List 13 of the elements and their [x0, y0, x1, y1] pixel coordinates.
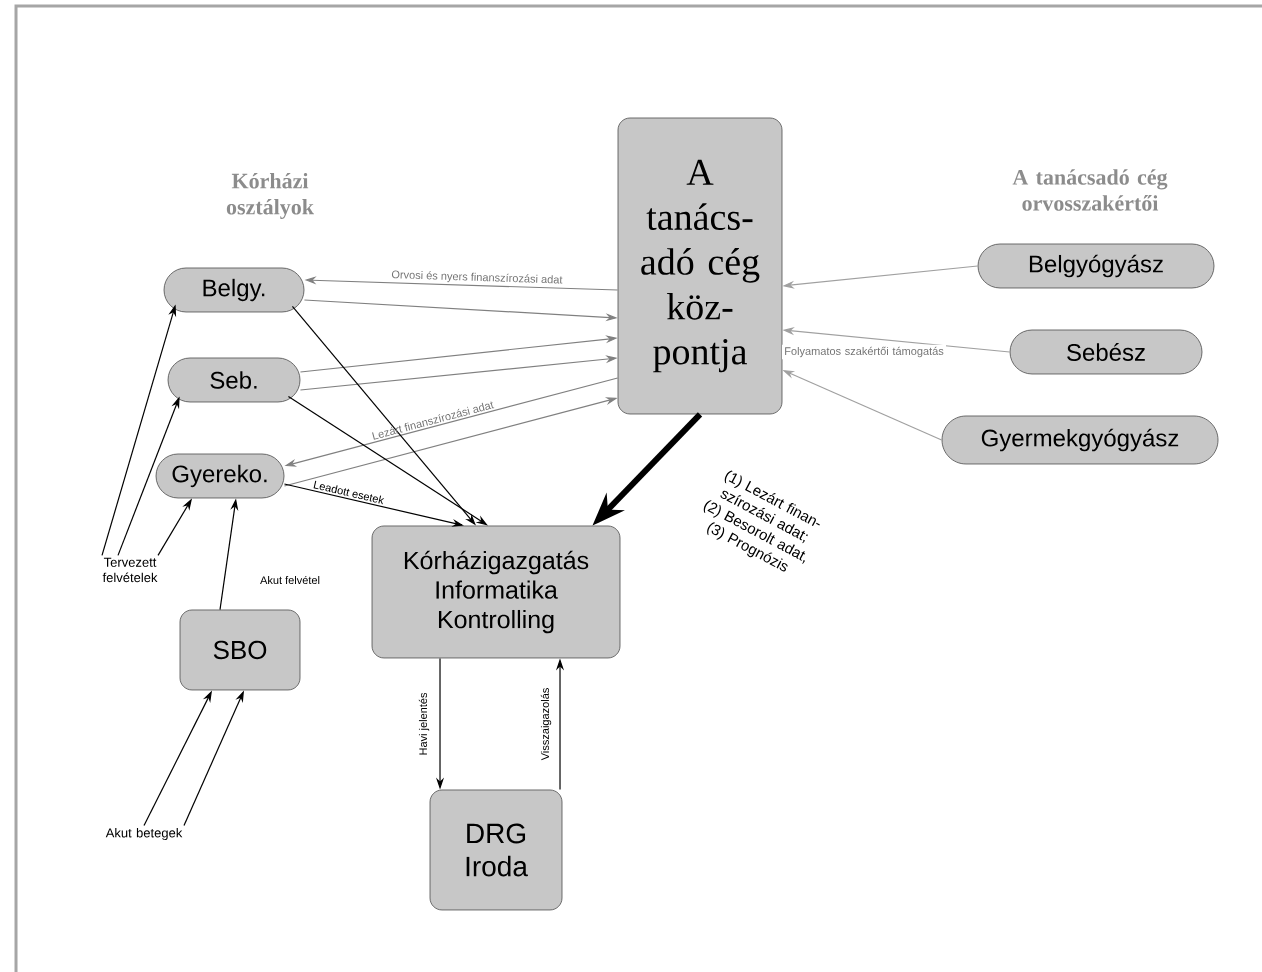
- expert-pill: Belgyógyász: [977, 243, 1215, 289]
- heading: A tanácsadó cég orvosszakértői: [1012, 169, 1168, 211]
- process-box: DRG Iroda: [429, 789, 563, 911]
- process-box: Kórházigazgatás Informatika Kontrolling: [371, 525, 621, 659]
- expert-pill: Gyermekgyógyász: [941, 415, 1219, 465]
- arrow: [287, 395, 488, 526]
- department-pill: Gyereko.: [155, 453, 285, 499]
- expert-pill: Sebész: [1009, 329, 1203, 375]
- department-pill: Belgy.: [163, 267, 305, 313]
- center-box: A tanács-adó cég köz-pontja: [617, 117, 783, 415]
- department-pill: Seb.: [167, 357, 301, 403]
- heading: Kórházi osztályok: [226, 173, 314, 219]
- process-box: SBO: [179, 609, 301, 691]
